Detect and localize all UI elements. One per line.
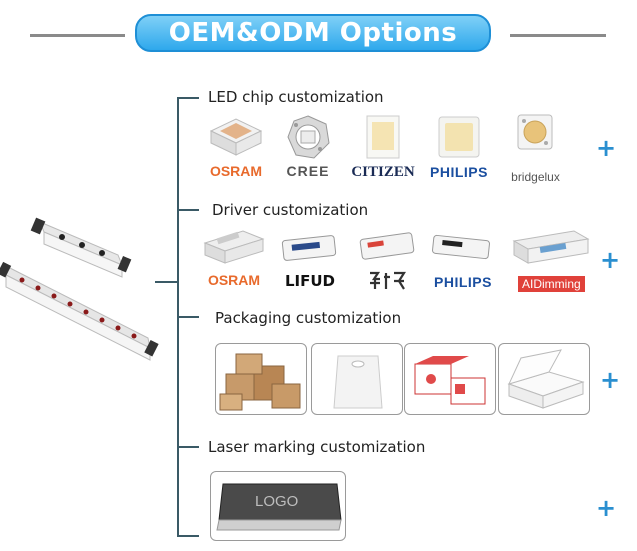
citizen-chip-image — [366, 115, 400, 159]
product-image — [0, 217, 159, 361]
tree-branch-3 — [177, 316, 199, 318]
section-laser-marking-label: Laser marking customization — [208, 438, 426, 456]
section-led-chip-label: LED chip customization — [208, 88, 384, 106]
brand-lifud: LIFUD — [284, 272, 336, 290]
lifud-driver-image — [281, 235, 337, 261]
philips-chip-image — [438, 116, 480, 158]
hanzi-driver-image — [359, 232, 415, 260]
section-driver-label: Driver customization — [212, 201, 369, 219]
osram-driver-image — [203, 230, 265, 264]
add-laser-marking-icon[interactable]: + — [596, 494, 617, 522]
packaging-cartons-image — [215, 343, 307, 415]
philips-driver-image — [432, 234, 490, 260]
add-driver-icon[interactable]: + — [600, 246, 621, 274]
brand-citizen: CITIZEN — [351, 164, 415, 180]
logo-mark: LOGO — [255, 493, 299, 510]
osram-chip-image — [209, 118, 263, 156]
tree-connector — [155, 281, 179, 283]
header-divider-right — [510, 34, 606, 37]
header-divider-left — [30, 34, 125, 37]
tree-branch-4 — [177, 446, 199, 448]
page-title: OEM&ODM Options — [135, 14, 491, 52]
aidimming-driver-image — [512, 230, 590, 264]
hanzi-brand-logo — [370, 271, 406, 290]
packaging-bag-image — [311, 343, 403, 415]
brand-philips-driver: PHILIPS — [434, 274, 492, 290]
tree-end — [177, 535, 199, 537]
laser-marking-image: LOGO — [210, 471, 346, 541]
section-packaging-label: Packaging customization — [215, 309, 402, 327]
brand-bridgelux: bridgelux — [511, 170, 560, 184]
add-packaging-icon[interactable]: + — [600, 366, 621, 394]
add-led-chip-icon[interactable]: + — [596, 134, 617, 162]
tree-branch-2 — [177, 209, 199, 211]
brand-cree: CREE — [286, 163, 330, 179]
brand-philips-led: PHILIPS — [430, 164, 488, 180]
packaging-mailer-image — [498, 343, 590, 415]
brand-osram-driver: OSRAM — [207, 272, 261, 288]
tree-branch-1 — [177, 97, 199, 99]
brand-aidimming: AIDimming — [518, 276, 585, 292]
packaging-giftbox-image — [404, 343, 496, 415]
bridgelux-chip-image — [517, 114, 553, 150]
brand-osram-led: OSRAM — [209, 163, 263, 179]
cree-chip-image — [287, 115, 330, 159]
